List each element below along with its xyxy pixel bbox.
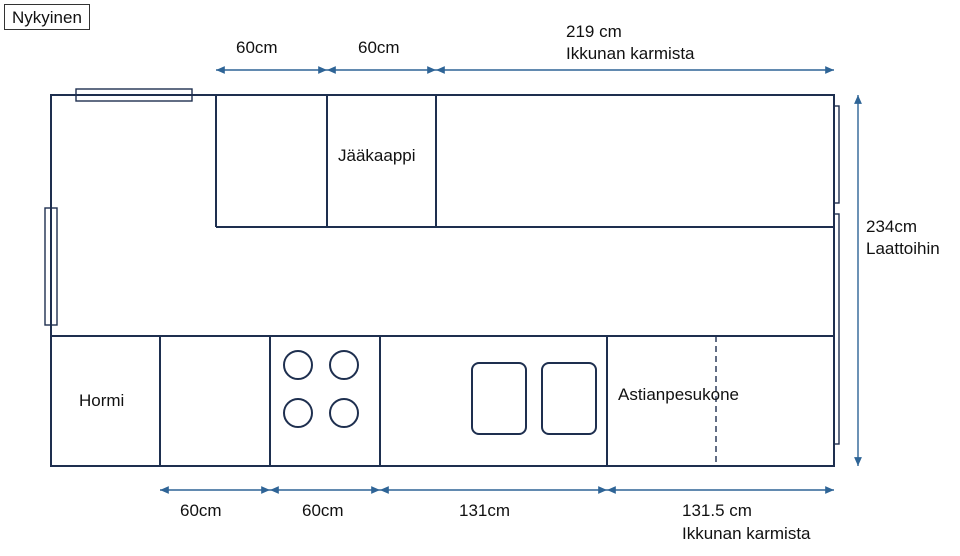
dim-top-3-note: Ikkunan karmista	[566, 44, 695, 63]
sink-bowl-icon	[471, 362, 527, 435]
dim-top-2: 60cm	[358, 38, 400, 57]
burner-icon	[283, 350, 313, 380]
window-right-upper	[833, 105, 840, 204]
dim-bottom-4-value: 131.5 cm	[682, 501, 752, 520]
burner-icon	[329, 350, 359, 380]
dim-right-value: 234cm	[866, 217, 917, 236]
dim-bottom-2: 60cm	[302, 501, 344, 520]
dim-top-3-value: 219 cm	[566, 22, 622, 41]
dim-bottom-1: 60cm	[180, 501, 222, 520]
burner-icon	[283, 398, 313, 428]
stove-burners	[283, 350, 359, 428]
dim-right-note: Laattoihin	[866, 239, 940, 258]
dim-bottom-3: 131cm	[459, 501, 510, 520]
dishwasher-label: Astianpesukone	[618, 385, 739, 404]
chimney-label: Hormi	[79, 391, 124, 410]
window-right-lower	[833, 213, 840, 445]
sink	[471, 362, 597, 435]
fridge-label: Jääkaappi	[338, 146, 416, 165]
dim-bottom-4-note: Ikkunan karmista	[682, 524, 811, 543]
dim-top-1: 60cm	[236, 38, 278, 57]
burner-icon	[329, 398, 359, 428]
sink-bowl-icon	[541, 362, 597, 435]
variant-tag: Nykyinen	[4, 4, 90, 30]
